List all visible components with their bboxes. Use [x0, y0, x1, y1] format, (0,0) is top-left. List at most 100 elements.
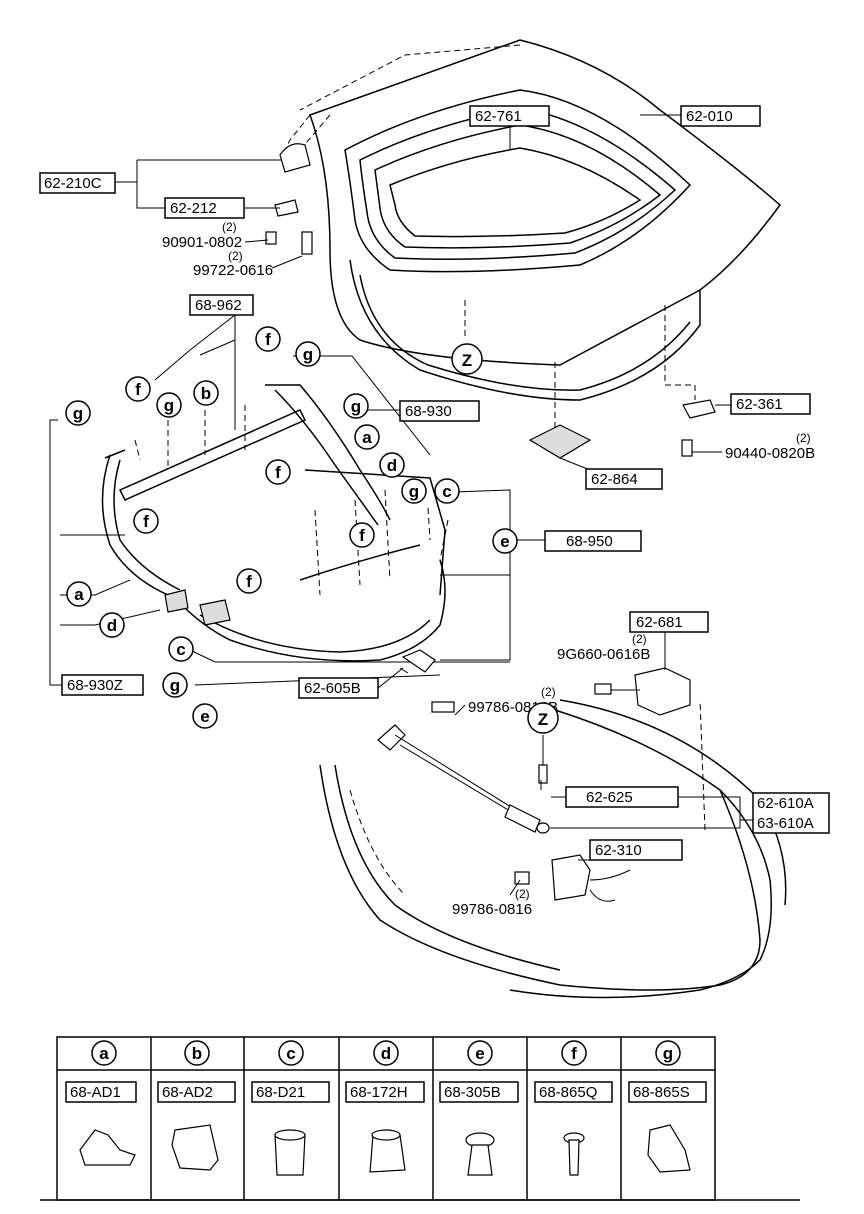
legend-col-a: a 68-AD1: [65, 1040, 137, 1166]
svg-text:c: c: [442, 482, 451, 501]
legend-letter-e: e: [475, 1044, 484, 1063]
legend-col-g: g 68-865S: [628, 1040, 707, 1173]
legend-col-c: c 68-D21: [251, 1040, 330, 1176]
svg-text:b: b: [201, 384, 211, 403]
lid-bracket-parts: [528, 399, 733, 478]
legend-part-e: 68-305B: [444, 1084, 501, 1101]
qty-90440: (2): [796, 431, 811, 445]
part-9G660-text: 9G660-0616B: [557, 646, 650, 663]
svg-text:g: g: [351, 397, 361, 416]
legend-letter-b: b: [192, 1044, 202, 1063]
legend-letter-g: g: [663, 1044, 673, 1063]
legend-part-b: 68-AD2: [162, 1084, 213, 1101]
callout-62-625: 62-625: [565, 786, 679, 808]
qty-99722: (2): [228, 249, 243, 263]
qty-9G660: (2): [632, 632, 647, 646]
callout-68-950-text: 68-950: [566, 533, 613, 550]
letter-g-5: g: [401, 478, 427, 504]
callout-68-930Z: 68-930Z: [61, 674, 144, 696]
zone-marker-upper: Z: [451, 343, 483, 375]
callout-62-864: 62-864: [585, 468, 663, 490]
legend-part-d: 68-172H: [350, 1084, 408, 1101]
letter-e-1: e: [492, 528, 518, 554]
callout-62-681-text: 62-681: [636, 614, 683, 631]
legend-part-g: 68-865S: [633, 1084, 690, 1101]
legend-part-f: 68-865Q: [539, 1084, 597, 1101]
leader-62-605B: [377, 667, 404, 689]
legend-letter-f: f: [571, 1044, 577, 1063]
callout-62-361: 62-361: [730, 393, 811, 415]
part-99722-text: 99722-0616: [193, 262, 273, 279]
svg-text:e: e: [200, 707, 209, 726]
letter-g-1: g: [295, 341, 321, 367]
svg-text:f: f: [143, 512, 149, 531]
svg-text:d: d: [387, 456, 397, 475]
qty-99786B: (2): [541, 685, 556, 699]
qty-99786: (2): [515, 887, 530, 901]
legend-letter-d: d: [381, 1044, 391, 1063]
letter-f-5: f: [349, 522, 375, 548]
letter-g-4: g: [343, 393, 369, 419]
callout-68-962-text: 68-962: [195, 297, 242, 314]
callout-62-212-text: 62-212: [170, 200, 217, 217]
letter-a-1: a: [354, 424, 380, 450]
callout-68-950: 68-950: [544, 530, 642, 552]
svg-text:f: f: [359, 526, 365, 545]
letter-a-2: a: [66, 581, 92, 607]
part-99786-0816: (2) 99786-0816: [452, 887, 532, 918]
callout-62-610A-text: 62-610A: [757, 795, 814, 812]
letter-d-2: d: [99, 612, 125, 638]
callout-68-930: 68-930: [399, 400, 480, 422]
callout-62-605B-text: 62-605B: [304, 680, 361, 697]
legend-part-c: 68-D21: [256, 1084, 305, 1101]
svg-text:g: g: [170, 676, 180, 695]
svg-text:a: a: [362, 428, 372, 447]
letter-g-6: g: [162, 672, 188, 698]
fastener-legend-table: a 68-AD1 b 68-AD2 c 68-D21 d 68-172H: [40, 1036, 800, 1201]
callout-62-761-text: 62-761: [475, 108, 522, 125]
letter-b-1: b: [193, 380, 219, 406]
letter-f-6: f: [236, 568, 262, 594]
callout-62-605B: 62-605B: [298, 677, 379, 699]
part-90440-0820B: (2) 90440-0820B: [725, 431, 815, 462]
svg-text:g: g: [409, 482, 419, 501]
callout-62-210C-text: 62-210C: [44, 175, 102, 192]
callout-62-010-text: 62-010: [686, 108, 733, 125]
letter-c-2: c: [168, 636, 194, 662]
callout-62-625-text: 62-625: [586, 789, 633, 806]
callout-62-610A: 62-610A 63-610A: [752, 792, 830, 834]
svg-text:f: f: [265, 330, 271, 349]
callout-62-361-text: 62-361: [736, 396, 783, 413]
letter-e-2: e: [192, 703, 218, 729]
callout-62-681: 62-681: [629, 611, 709, 633]
qty-90901: (2): [222, 220, 237, 234]
part-90901-text: 90901-0802: [162, 234, 242, 251]
legend-letter-c: c: [286, 1044, 295, 1063]
legend-letter-a: a: [99, 1044, 109, 1063]
letter-g-2: g: [156, 392, 182, 418]
svg-text:f: f: [246, 572, 252, 591]
callout-62-210C: 62-210C: [39, 172, 116, 194]
callout-68-930Z-text: 68-930Z: [67, 677, 123, 694]
legend-col-d: d 68-172H: [345, 1040, 425, 1173]
callout-62-212: 62-212: [164, 197, 245, 219]
svg-text:f: f: [275, 463, 281, 482]
part-99722-0616: (2) 99722-0616: [193, 249, 273, 279]
callout-62-310-text: 62-310: [595, 842, 642, 859]
part-90440-text: 90440-0820B: [725, 445, 815, 462]
letter-f-2: f: [125, 376, 151, 402]
svg-text:d: d: [107, 616, 117, 635]
callout-62-864-text: 62-864: [591, 471, 638, 488]
legend-col-e: e 68-305B: [439, 1040, 519, 1176]
part-9G660-0616B: (2) 9G660-0616B: [557, 632, 650, 663]
legend-part-a: 68-AD1: [70, 1084, 121, 1101]
callout-62-310: 62-310: [589, 839, 683, 861]
hinge-parts: [113, 143, 313, 269]
legend-col-b: b 68-AD2: [157, 1040, 236, 1171]
callout-68-930-text: 68-930: [405, 403, 452, 420]
letter-f-3: f: [265, 459, 291, 485]
fastener-letters: f g f g b g g a f d g c f f e f a d c g …: [65, 326, 518, 729]
svg-text:e: e: [500, 532, 509, 551]
letter-c-1: c: [434, 478, 460, 504]
